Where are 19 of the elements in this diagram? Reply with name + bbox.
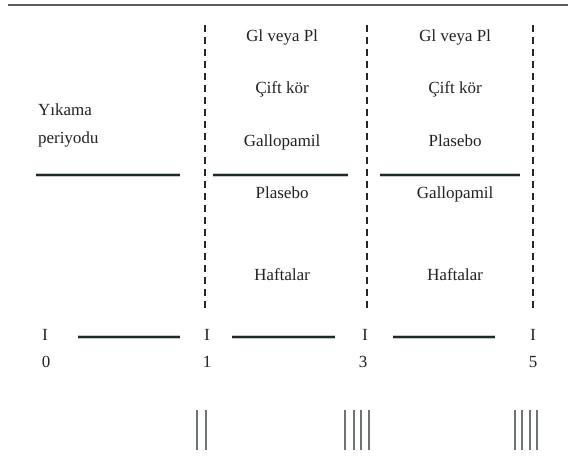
column-heading: Gl veya Pl: [246, 25, 318, 47]
blinding-label: Çift kör: [428, 77, 482, 99]
time-tick-mark: I: [42, 324, 48, 346]
week-number: 5: [528, 351, 538, 373]
group-label: Gallopamil: [416, 182, 494, 204]
duration-label: Haftalar: [254, 264, 310, 286]
time-tick-mark: I: [204, 324, 210, 346]
period-label: Yıkama periyodu: [38, 99, 100, 149]
column-heading: Gl veya Pl: [419, 25, 491, 47]
week-number: 1: [202, 351, 212, 373]
group-label: Gallopamil: [244, 130, 320, 152]
group-label: Plasebo: [256, 182, 308, 204]
week-number: 3: [358, 351, 368, 373]
week-number: 0: [42, 351, 50, 373]
duration-label: Haftalar: [427, 264, 483, 286]
blinding-label: Çift kör: [255, 77, 309, 99]
time-tick-mark: I: [530, 324, 536, 346]
time-tick-mark: I: [362, 324, 368, 346]
group-label: Plasebo: [428, 130, 482, 152]
